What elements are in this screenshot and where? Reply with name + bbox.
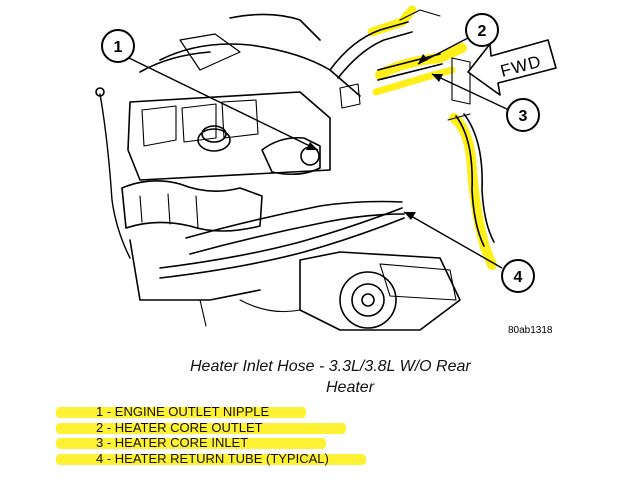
forward-direction-arrow: FWD <box>467 39 557 96</box>
callout-3: 3 <box>506 98 540 132</box>
callout-4: 4 <box>501 259 535 293</box>
engine-line-art <box>95 9 495 331</box>
highlighted-heater-hoses <box>367 5 497 270</box>
callout-3-number: 3 <box>519 108 528 125</box>
callout-1: 1 <box>101 29 135 63</box>
legend-item-text: 4 - HEATER RETURN TUBE (TYPICAL) <box>96 450 329 466</box>
legend-item: 2 - HEATER CORE OUTLET <box>56 419 346 436</box>
legend-item-text: 3 - HEATER CORE INLET <box>96 435 249 450</box>
leader-arrowheads <box>306 54 443 220</box>
callout-2-number: 2 <box>478 23 487 40</box>
callout-2: 2 <box>465 13 499 47</box>
callout-1-number: 1 <box>114 39 123 56</box>
callout-4-number: 4 <box>514 269 523 286</box>
figure-caption: Heater Inlet Hose - 3.3L/3.8L W/O Rear H… <box>190 356 550 398</box>
figure-id: 80ab1318 <box>508 325 553 336</box>
caption-line-2: Heater <box>326 379 375 396</box>
legend-item-text: 2 - HEATER CORE OUTLET <box>96 419 263 435</box>
parts-legend: 1 - ENGINE OUTLET NIPPLE 2 - HEATER CORE… <box>56 404 366 467</box>
legend-item-text: 1 - ENGINE OUTLET NIPPLE <box>96 404 270 419</box>
legend-item: 4 - HEATER RETURN TUBE (TYPICAL) <box>56 450 366 467</box>
legend-item: 3 - HEATER CORE INLET <box>56 435 329 451</box>
legend-item: 1 - ENGINE OUTLET NIPPLE <box>56 404 329 420</box>
caption-line-1: Heater Inlet Hose - 3.3L/3.8L W/O Rear <box>190 358 471 375</box>
